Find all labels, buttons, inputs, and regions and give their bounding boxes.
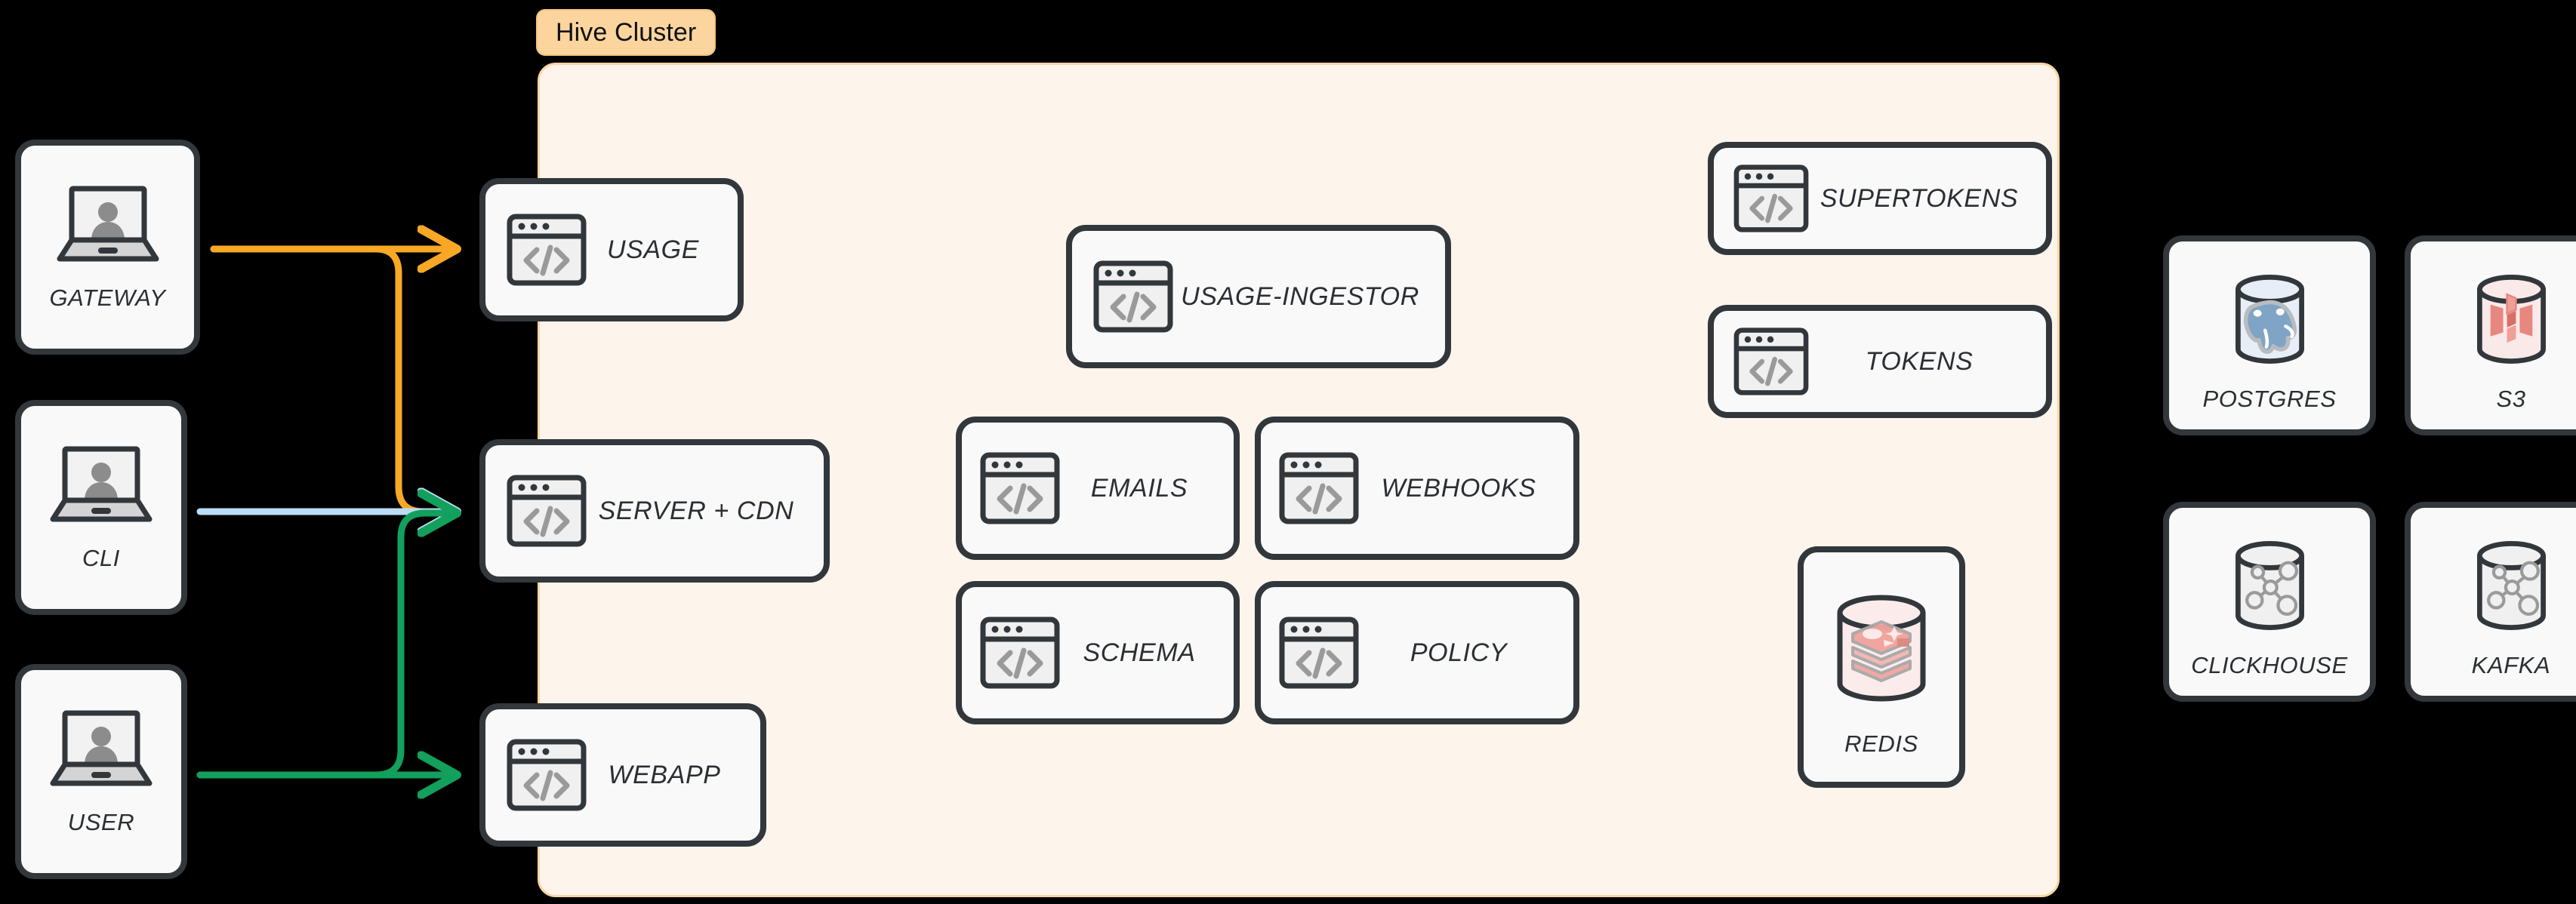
service-node-webapp[interactable]: WEBAPP (479, 703, 766, 847)
service-label: TOKENS (1865, 346, 1974, 376)
service-label: USAGE-INGESTOR (1181, 281, 1419, 311)
client-node-cli[interactable]: CLI (15, 400, 187, 615)
service-label: USAGE (606, 235, 700, 264)
datastore-node-clickhouse[interactable]: CLICKHOUSE (2163, 502, 2376, 702)
client-label: USER (67, 809, 135, 835)
edge-user-to-server-cdn (196, 513, 453, 779)
s3-database-icon (2476, 274, 2546, 364)
service-label: SERVER + CDN (598, 496, 794, 525)
client-node-gateway[interactable]: GATEWAY (15, 140, 200, 355)
laptop-user-icon (50, 446, 153, 522)
clickhouse-database-icon (2235, 540, 2304, 630)
hive-cluster-badge-label: Hive Cluster (556, 17, 697, 47)
service-node-usage[interactable]: USAGE (479, 178, 744, 321)
code-window-icon (1733, 165, 1809, 232)
datastore-label: REDIS (1844, 730, 1918, 757)
datastore-node-kafka[interactable]: KAFKA (2405, 502, 2576, 702)
service-node-webhooks[interactable]: WEBHOOKS (1255, 417, 1579, 560)
service-label: WEBHOOKS (1381, 473, 1536, 503)
client-node-user[interactable]: USER (15, 664, 187, 879)
code-window-icon (1279, 617, 1359, 689)
code-window-icon (1733, 327, 1809, 395)
client-label: CLI (82, 545, 121, 571)
datastore-node-redis[interactable]: REDIS (1798, 546, 1965, 788)
datastore-label: POSTGRES (2202, 385, 2337, 412)
datastore-label: S3 (2496, 385, 2526, 412)
edge-gateway-to-server-cdn (210, 245, 453, 512)
service-node-schema[interactable]: SCHEMA (956, 581, 1240, 724)
hive-cluster-badge: Hive Cluster (536, 9, 716, 56)
datastore-node-postgres[interactable]: POSTGRES (2163, 235, 2376, 435)
service-node-server-cdn[interactable]: SERVER + CDN (479, 439, 830, 583)
laptop-user-icon (50, 710, 153, 786)
service-node-emails[interactable]: EMAILS (956, 417, 1240, 560)
service-label: SUPERTOKENS (1820, 183, 2019, 213)
code-window-icon (507, 475, 587, 547)
service-label: EMAILS (1090, 473, 1188, 503)
service-node-policy[interactable]: POLICY (1255, 581, 1579, 724)
service-node-tokens[interactable]: TOKENS (1708, 305, 2052, 418)
datastore-label: KAFKA (2471, 651, 2551, 678)
code-window-icon (507, 739, 587, 811)
service-label: WEBAPP (608, 760, 721, 789)
service-node-usage-ingestor[interactable]: USAGE-INGESTOR (1066, 225, 1451, 368)
redis-database-icon (1837, 595, 1926, 702)
code-window-icon (1279, 452, 1359, 524)
service-label: POLICY (1410, 638, 1508, 667)
code-window-icon (980, 452, 1060, 524)
code-window-icon (507, 214, 587, 286)
postgres-database-icon (2235, 274, 2304, 364)
datastore-label: CLICKHOUSE (2191, 651, 2348, 678)
code-window-icon (980, 617, 1060, 689)
client-label: GATEWAY (49, 284, 166, 311)
laptop-user-icon (57, 186, 159, 262)
service-node-supertokens[interactable]: SUPERTOKENS (1708, 142, 2052, 255)
datastore-node-s3[interactable]: S3 (2405, 235, 2576, 435)
service-label: SCHEMA (1083, 638, 1196, 667)
code-window-icon (1093, 260, 1173, 333)
kafka-database-icon (2476, 540, 2546, 630)
